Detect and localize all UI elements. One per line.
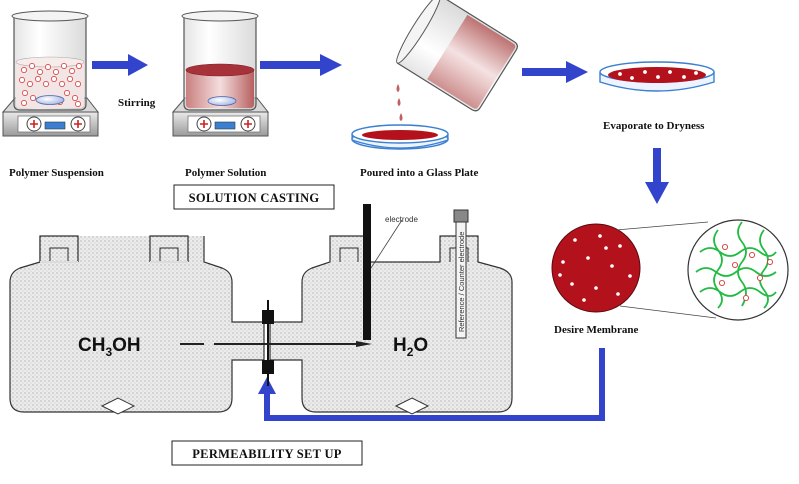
petri-dish-icon: [599, 61, 715, 92]
solution-casting-label: SOLUTION CASTING: [189, 191, 320, 205]
solution-casting-box: SOLUTION CASTING: [173, 184, 335, 210]
poured-glass-plate-label: Poured into a Glass Plate: [360, 167, 478, 179]
membrane-icon: [551, 219, 789, 321]
permeability-setup-box: PERMEABILITY SET UP: [171, 440, 363, 466]
membrane-dots: [558, 234, 632, 302]
evaporate-label: Evaporate to Dryness: [603, 120, 705, 132]
polymer-suspension-label: Polymer Suspension: [9, 167, 104, 179]
water-label: H2O: [393, 335, 428, 359]
arrow-icon: [92, 54, 148, 76]
methanol-label: CH3OH: [78, 335, 141, 359]
arrow-icon: [260, 54, 342, 76]
beaker-suspension: [1, 10, 100, 137]
polymer-solution-label: Polymer Solution: [185, 167, 266, 179]
beaker-icon: [396, 0, 518, 112]
petri-dish-icon: [351, 124, 449, 150]
stirring-label: Stirring: [118, 97, 156, 109]
permeability-setup-label: PERMEABILITY SET UP: [192, 447, 342, 461]
particles: [19, 63, 82, 107]
desire-membrane-label: Desire Membrane: [554, 324, 639, 336]
arrow-icon: [645, 148, 669, 204]
arrow-icon: [522, 61, 588, 83]
reference-electrode-label: Reference / Counter electrode: [457, 232, 466, 332]
membrane-zoom: [687, 219, 789, 321]
beaker-icon: [11, 10, 89, 111]
beaker-solution: [171, 10, 270, 137]
drops: [396, 84, 403, 121]
beaker-icon: [181, 10, 259, 111]
two-compartment-cell-icon: electrode Reference / Counter electrode …: [9, 204, 513, 415]
electrode-label: electrode: [385, 215, 418, 224]
pouring-beaker: [396, 0, 518, 121]
